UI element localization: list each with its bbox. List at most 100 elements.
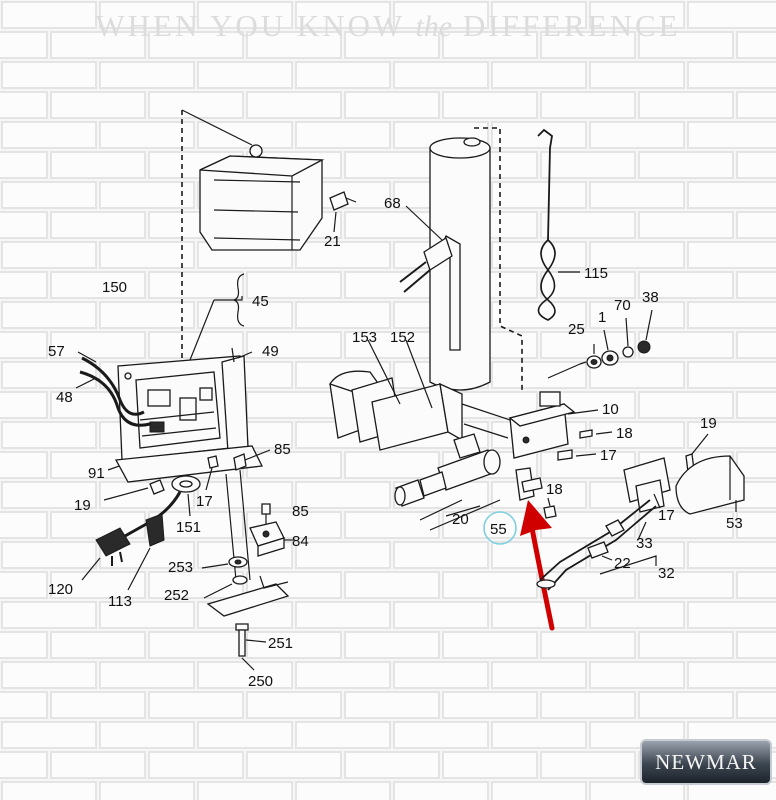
callout-21[interactable]: 21 — [324, 233, 341, 250]
callout-151[interactable]: 151 — [176, 519, 201, 536]
callout-85-lower[interactable]: 85 — [292, 503, 309, 520]
brick — [148, 691, 244, 719]
brick — [638, 631, 734, 659]
part-clip-55[interactable] — [515, 467, 543, 501]
callout-113[interactable]: 113 — [108, 593, 132, 610]
brick — [540, 271, 636, 299]
brick — [295, 541, 391, 569]
part-base-plate[interactable] — [114, 445, 263, 483]
callout-84[interactable]: 84 — [292, 533, 309, 550]
callout-85-upper[interactable]: 85 — [274, 441, 291, 458]
part-nut-38[interactable] — [637, 340, 651, 354]
brick — [1, 361, 97, 389]
callout-252[interactable]: 252 — [164, 587, 189, 604]
callout-25[interactable]: 25 — [568, 321, 585, 338]
callout-53[interactable]: 53 — [726, 515, 743, 532]
part-washer-70[interactable] — [622, 346, 634, 358]
callout-18-right[interactable]: 18 — [616, 425, 633, 442]
brick — [1, 421, 97, 449]
callout-19-right[interactable]: 19 — [700, 415, 717, 432]
leader-120 — [81, 557, 101, 581]
callout-251[interactable]: 251 — [268, 635, 293, 652]
callout-1[interactable]: 1 — [598, 309, 606, 326]
callout-70[interactable]: 70 — [614, 297, 631, 314]
leader-cover-hook — [181, 109, 253, 146]
callout-48[interactable]: 48 — [56, 389, 73, 406]
part-electrode-22[interactable] — [587, 541, 609, 559]
callout-153[interactable]: 153 — [352, 329, 377, 346]
brick — [295, 241, 391, 269]
callout-57[interactable]: 57 — [48, 343, 65, 360]
part-element-68[interactable] — [399, 235, 461, 351]
brick — [295, 301, 391, 329]
brick — [197, 481, 293, 509]
brick — [442, 91, 538, 119]
leader-17a — [205, 467, 213, 491]
callout-152[interactable]: 152 — [390, 329, 415, 346]
part-screw-18b[interactable] — [543, 505, 557, 519]
brick — [638, 331, 734, 359]
part-cover-53[interactable] — [675, 455, 745, 515]
callout-68[interactable]: 68 — [384, 195, 401, 212]
part-block-10[interactable] — [508, 391, 576, 459]
brick — [1, 661, 97, 689]
part-nut-1[interactable] — [601, 350, 619, 366]
brick — [589, 121, 685, 149]
part-screw-17b[interactable] — [557, 449, 573, 461]
part-mount-bracket[interactable] — [206, 575, 290, 617]
part-washer-25[interactable] — [586, 355, 602, 369]
part-bolt-251[interactable] — [235, 623, 249, 657]
part-screw-85a[interactable] — [233, 453, 247, 471]
callout-91[interactable]: 91 — [88, 465, 105, 482]
callout-250[interactable]: 250 — [248, 673, 273, 690]
part-screw-21[interactable] — [329, 191, 357, 211]
part-tag-113[interactable] — [145, 513, 165, 547]
callout-55[interactable]: 55 — [490, 521, 507, 538]
callout-49[interactable]: 49 — [262, 343, 279, 360]
callout-17-left[interactable]: 17 — [196, 493, 213, 510]
part-grommet-151[interactable] — [171, 475, 201, 493]
callout-19-left[interactable]: 19 — [74, 497, 91, 514]
part-hook-115[interactable] — [537, 128, 556, 321]
callout-38[interactable]: 38 — [642, 289, 659, 306]
callout-17-right[interactable]: 17 — [658, 507, 675, 524]
brick — [491, 601, 587, 629]
callout-115[interactable]: 115 — [584, 265, 608, 282]
brick — [687, 181, 776, 209]
callout-33[interactable]: 33 — [636, 535, 653, 552]
part-cover-45[interactable] — [199, 144, 325, 251]
part-switch-84[interactable] — [249, 521, 285, 557]
brick — [246, 691, 342, 719]
leader-22 — [601, 555, 613, 561]
brick — [589, 301, 685, 329]
callout-150[interactable]: 150 — [102, 279, 127, 296]
brick — [246, 31, 342, 59]
part-power-cord-120[interactable] — [95, 491, 182, 566]
callout-20[interactable]: 20 — [452, 511, 469, 528]
callout-253[interactable]: 253 — [168, 559, 193, 576]
part-washer-252[interactable] — [232, 575, 248, 585]
part-circuit-board-150[interactable] — [117, 355, 249, 461]
brick — [0, 751, 48, 779]
callout-18-clip[interactable]: 18 — [546, 481, 563, 498]
brick — [99, 601, 195, 629]
newmar-logo: NEWMAR — [640, 739, 772, 785]
callout-10[interactable]: 10 — [602, 401, 619, 418]
brick — [1, 301, 97, 329]
part-nut-253[interactable] — [228, 556, 248, 568]
part-burner-bracket[interactable] — [623, 457, 671, 513]
brick — [589, 601, 685, 629]
callout-45[interactable]: 45 — [252, 293, 269, 310]
callout-32[interactable]: 32 — [658, 565, 675, 582]
brick — [148, 511, 244, 539]
brick — [442, 31, 538, 59]
part-screw-85b[interactable] — [261, 503, 271, 515]
callout-22[interactable]: 22 — [614, 555, 631, 572]
part-screw-18a[interactable] — [579, 429, 593, 439]
brick — [148, 571, 244, 599]
callout-120[interactable]: 120 — [48, 581, 73, 598]
part-screw-17a[interactable] — [207, 455, 219, 469]
part-screw-19[interactable] — [149, 479, 165, 495]
callout-17-mid[interactable]: 17 — [600, 447, 617, 464]
part-valve-20[interactable] — [394, 433, 501, 507]
